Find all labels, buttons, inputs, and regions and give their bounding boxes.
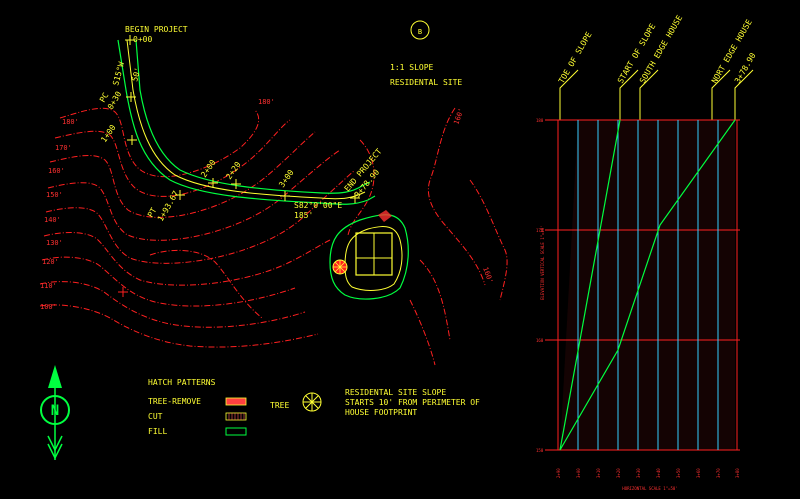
profile-view: TOE OF SLOPE START OF SLOPE SOUTH EDGE H… [536,14,758,491]
station-tick: 3+10 [596,468,601,478]
station-tick: 3+00 [576,468,581,478]
profile-header: TOE OF SLOPE [557,30,594,85]
contour-label: 140' [44,216,61,224]
contour-label: 160' [48,167,65,175]
station-label: 2+20 [224,160,243,181]
contour-label: 150' [46,191,63,199]
distance-label: 185' [294,211,313,220]
pc-station-label: 0+30 [106,90,124,111]
station-label: 1+00 [99,123,118,144]
tree-symbol-icon [302,392,322,412]
station-tick: 2+90 [556,468,561,478]
elevation-tick: 180 [536,118,544,123]
station-tick: 3+40 [656,468,661,478]
station-label: 2+00 [199,158,218,179]
distance-label: 50' [130,66,142,82]
section-marker: B [410,20,430,40]
contour-label: 130' [46,239,63,247]
contour-lines [39,107,508,366]
profile-header: SOUTH EDGE HOUSE [638,14,684,85]
contour-labels: 180' 170' 160' 150' 140' 130' 120' 110' … [40,98,494,311]
legend-item-label: TREE-REMOVE [148,397,201,406]
legend-item-label: CUT [148,412,163,421]
station-tick: 3+60 [696,468,701,478]
station-tick: 3+70 [716,468,721,478]
profile-header: NORT EDGE HOUSE [710,18,754,85]
contour-label: 180' [258,98,275,106]
hatch-legend: HATCH PATTERNS TREE-REMOVE CUT FILL TREE… [148,378,480,436]
contour-label: 120' [42,258,59,266]
site-note-line2: STARTS 10' FROM PERIMETER OF [345,398,480,407]
profile-station-lines [577,120,719,450]
contour-label: 170' [55,144,72,152]
site-note-line3: HOUSE FOOTPRINT [345,408,417,417]
fill-swatch [225,427,247,436]
profile-header: START OF SLOPE [616,22,658,85]
profile-station-labels: 2+90 3+00 3+10 3+20 3+30 3+40 3+50 3+60 … [556,468,740,478]
tree-legend-label: TREE [270,401,289,410]
pt-station-label: 1+93.67 [156,189,181,223]
station-marks [125,35,360,203]
contour-label: 110' [40,282,57,290]
elevation-tick: 150 [536,448,544,453]
tree-remove-swatch [225,397,247,406]
contour-label: 160' [452,107,465,126]
site-note-line1: RESIDENTAL SITE SLOPE [345,388,446,397]
profile-header: 3+78.90 [733,51,758,85]
drawing-title-line1: 1:1 SLOPE [390,63,434,72]
begin-project-label: BEGIN PROJECT [125,25,188,34]
section-marker-label: B [418,28,422,36]
north-arrow-letter: N [51,403,59,419]
station-tick: 3+50 [676,468,681,478]
legend-item-label: FILL [148,427,167,436]
pc-label: PC [98,91,111,104]
elevation-tick: 160 [536,338,544,343]
begin-station-label: 0+00 [133,35,152,44]
profile-slope-lines [559,119,736,451]
road-centerline [126,39,366,200]
tree-icon [332,259,348,275]
control-point-icon [118,287,128,297]
station-tick: 3+80 [735,468,740,478]
road-alignment [117,39,376,205]
drawing-title-line2: RESIDENTAL SITE [390,78,462,87]
station-tick: 3+30 [636,468,641,478]
contour-label: 100' [40,303,57,311]
horizontal-scale-label: HORIZONTAL SCALE 1"=50' [622,486,677,491]
profile-header-leaders [559,69,754,120]
contour-label: 160' [481,266,494,285]
bearing-label: S82°0'00"E [294,201,342,210]
cut-swatch [225,412,247,421]
station-tick: 3+20 [616,468,621,478]
residential-site [329,210,409,300]
legend-title: HATCH PATTERNS [148,378,216,387]
north-arrow: N [40,365,70,460]
pt-label: PT [146,206,159,219]
elevation-tick: 170 [536,228,544,233]
station-label: 3+00 [277,168,296,189]
vertical-scale-label: ELEVATION VERTICAL SCALE 1"=10' [540,225,545,300]
contour-label: 180' [62,118,79,126]
